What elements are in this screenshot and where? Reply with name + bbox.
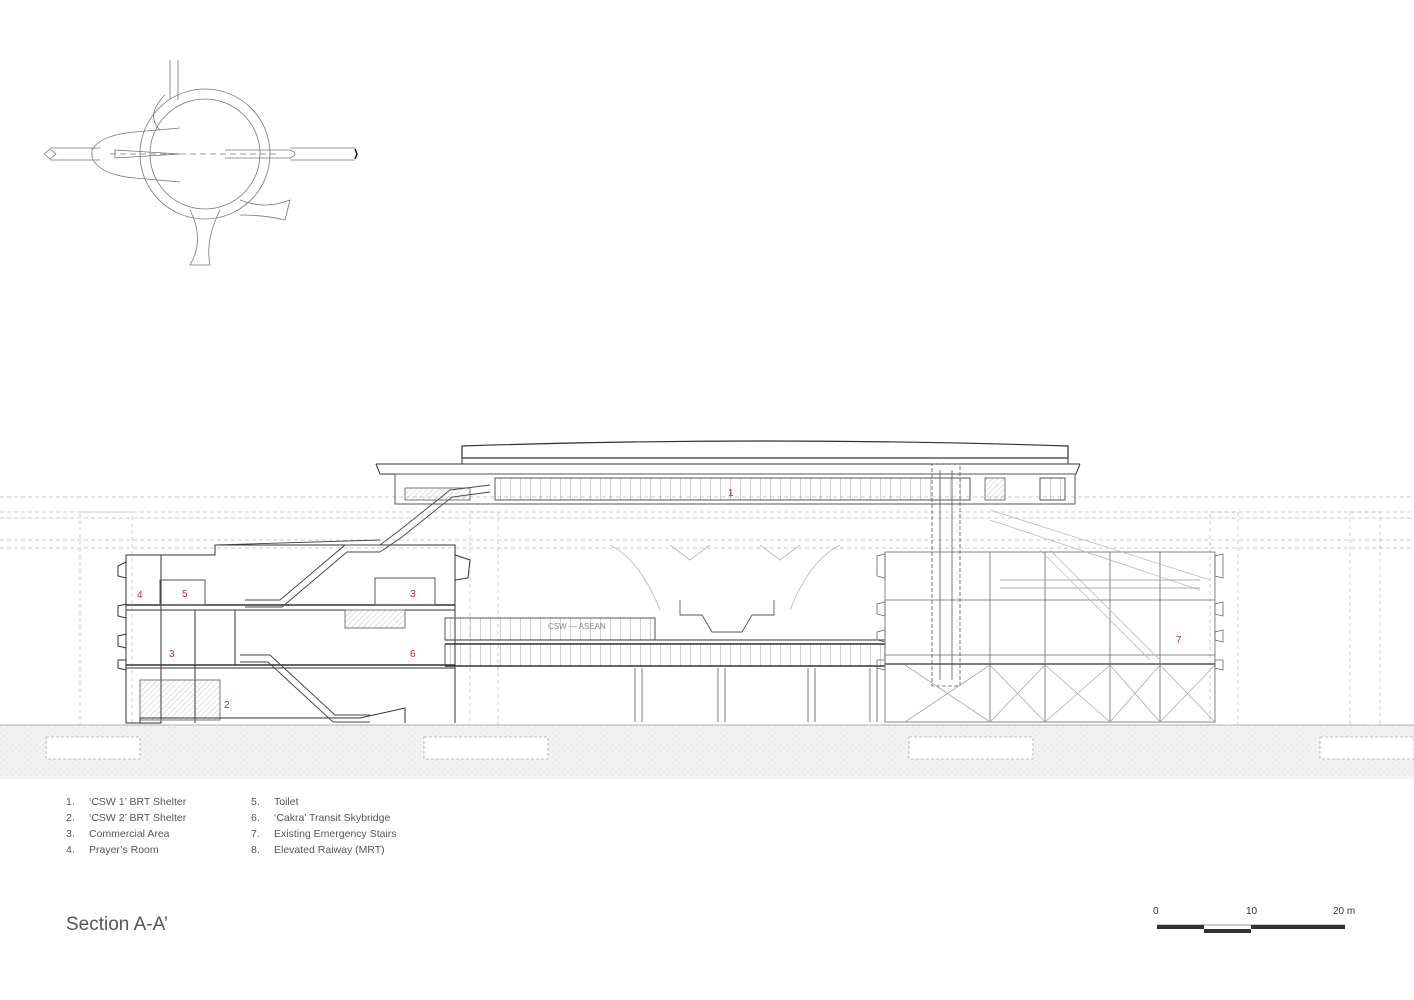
legend-text: ‘CSW 1’ BRT Shelter [89,796,187,808]
legend-item: 4. Prayer’s Room [66,842,186,858]
legend-item: 2. ‘CSW 2’ BRT Shelter [66,810,186,826]
legend-item: 7. Existing Emergency Stairs [251,826,397,842]
foundations [45,736,1414,760]
legend-item: 1. ‘CSW 1’ BRT Shelter [66,794,186,810]
callout-6: 6 [410,649,416,660]
legend-item: 6. ‘Cakra’ Transit Skybridge [251,810,397,826]
legend-text: Existing Emergency Stairs [274,828,397,840]
legend-item: 3. Commercial Area [66,826,186,842]
legend-text: ‘CSW 2’ BRT Shelter [89,812,187,824]
legend-number: 7. [251,828,260,840]
legend-left: 1. ‘CSW 1’ BRT Shelter 2. ‘CSW 2’ BRT Shel… [66,794,186,858]
callout-1: 1 [728,488,734,499]
legend-number: 2. [66,812,75,824]
scale-label-end: 20 m [1333,906,1356,917]
legend-right: 5. Toilet 6. ‘Cakra’ Transit Skybridge 7. E… [251,794,397,858]
scale-label-start: 0 [1153,906,1159,917]
callout-7: 7 [1176,635,1182,646]
legend-text: Elevated Raiway (MRT) [274,844,385,856]
cakra-skybridge [444,617,886,722]
viaduct-section [609,544,841,633]
callout-4: 4 [137,590,143,601]
legend-number: 1. [66,796,75,808]
left-building [117,544,471,724]
scale-label-mid: 10 [1246,906,1258,917]
legend-number: 6. [251,812,260,824]
legend-item: 8. Elevated Raiway (MRT) [251,842,397,858]
skybridge-signage: CSW — ASEAN [548,622,606,631]
brt-shelter-1 [375,440,1081,505]
callout-3-upper: 3 [410,589,416,600]
legend-text: Commercial Area [89,828,170,840]
emergency-stairs-structure [876,509,1224,723]
callout-2: 2 [224,700,230,711]
ground [0,725,1414,779]
legend-number: 4. [66,844,75,856]
callout-3-lower: 3 [169,649,175,660]
legend-text: Prayer’s Room [89,844,159,856]
legend-text: ‘Cakra’ Transit Skybridge [274,812,391,824]
scale-bar [1157,924,1345,933]
legend-number: 8. [251,844,260,856]
legend-item: 5. Toilet [251,794,397,810]
legend-number: 3. [66,828,75,840]
legend-number: 5. [251,796,260,808]
drawing-title: Section A-A’ [66,914,169,935]
lift-tower [931,463,961,687]
section-callouts: 1 4 5 3 3 6 2 7 [137,488,1182,711]
escalators [214,484,491,723]
legend-text: Toilet [274,796,299,808]
callout-5: 5 [182,589,188,600]
